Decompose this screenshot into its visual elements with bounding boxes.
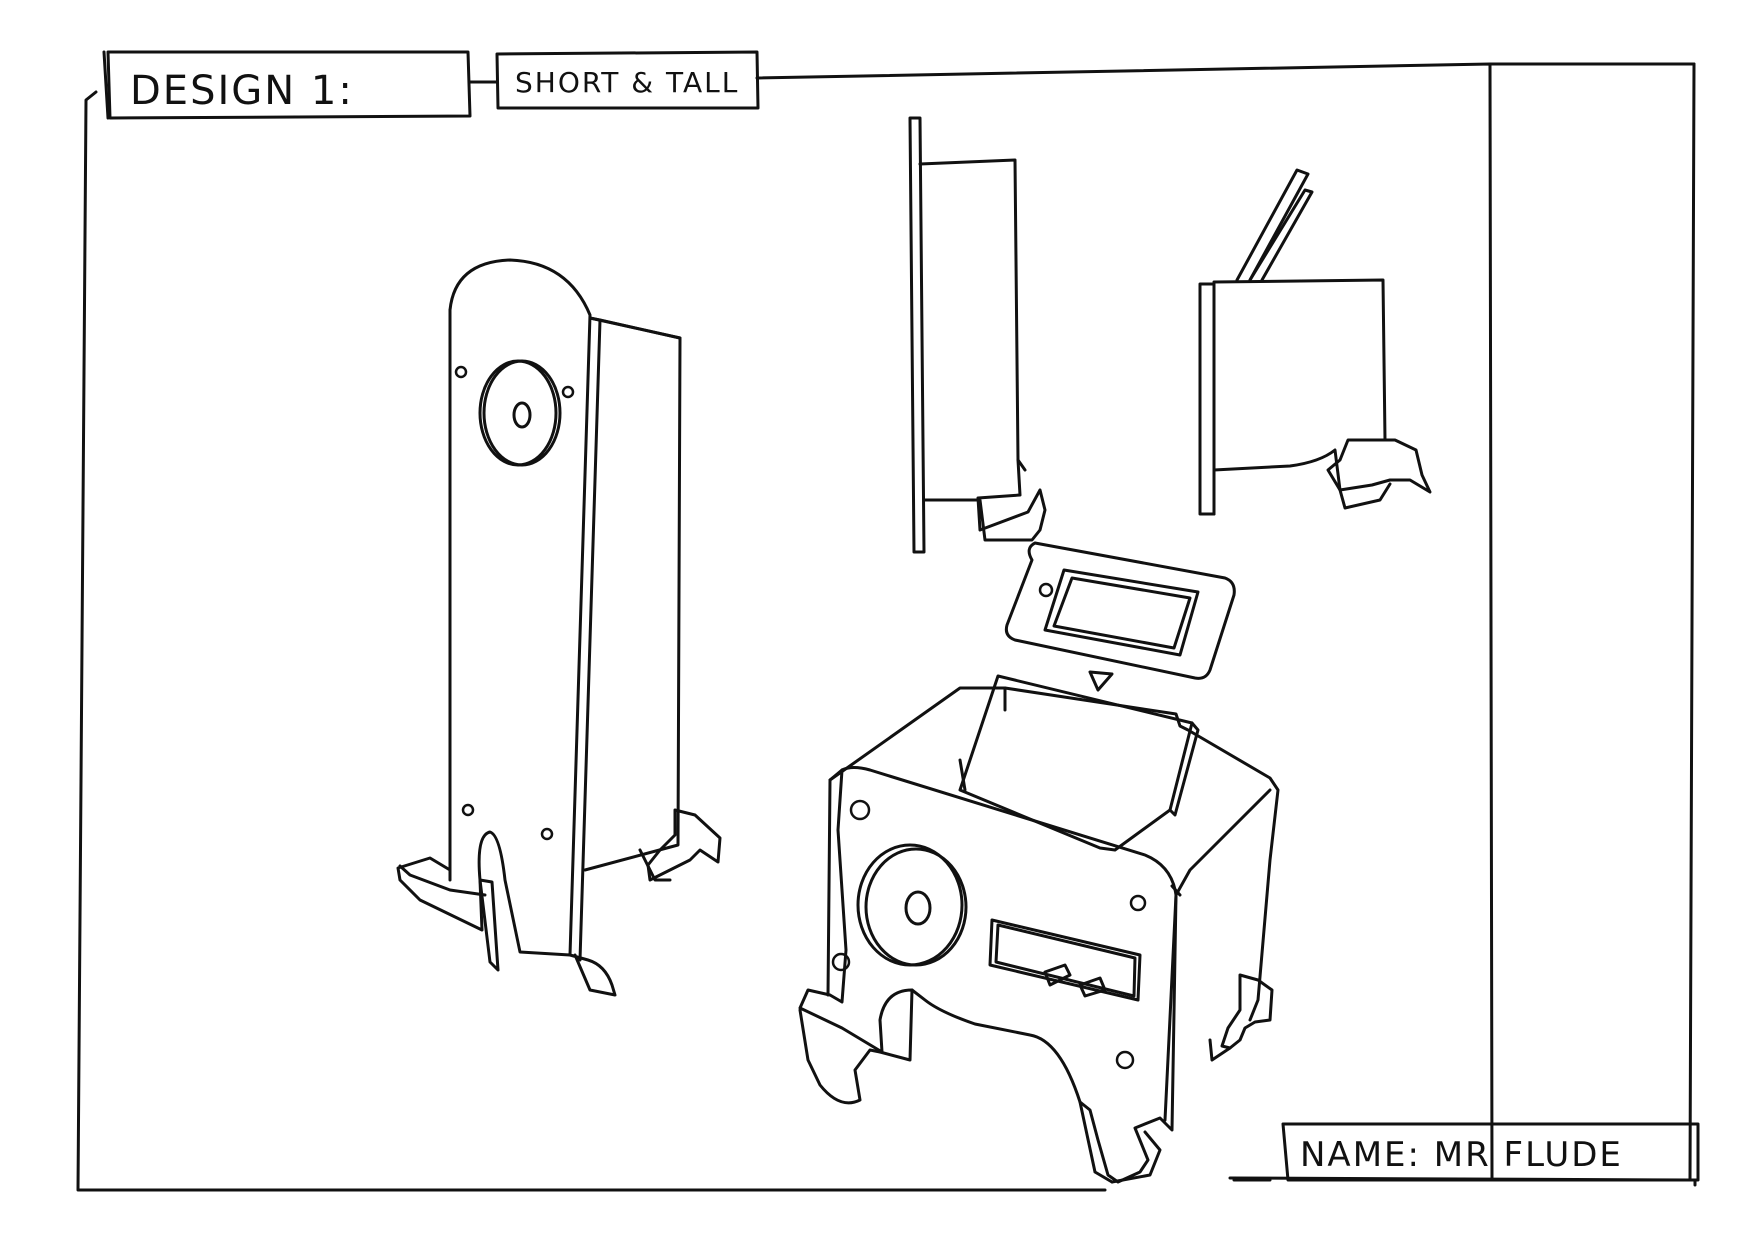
designer-name: NAME: MR FLUDE [1300, 1135, 1623, 1175]
design-subtitle: SHORT & TALL [515, 66, 739, 99]
page-border [76, 62, 1697, 1192]
phone-sketch [1004, 541, 1236, 692]
short-side-profile-sketch [1198, 168, 1432, 516]
tall-side-profile-sketch [908, 116, 1047, 554]
short-radio-sketch [798, 674, 1280, 1184]
subtitle-box: SHORT & TALL [468, 50, 760, 110]
tall-speaker-sketch [396, 258, 722, 997]
name-box: NAME: MR FLUDE [1281, 1122, 1700, 1182]
design-title: DESIGN 1: [130, 68, 354, 114]
title-box: DESIGN 1: [102, 50, 472, 120]
